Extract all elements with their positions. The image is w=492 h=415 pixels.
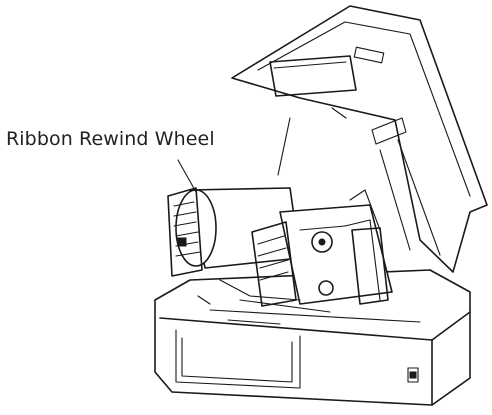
ribbon-rewind-roll — [167, 187, 301, 277]
ribbon-rewind-wheel-label: Ribbon Rewind Wheel — [6, 128, 215, 150]
inner-mechanism — [197, 189, 381, 313]
callout-leader-line — [177, 159, 197, 193]
media-roll — [251, 204, 393, 307]
top-cover — [231, 5, 488, 273]
printer-base — [154, 269, 471, 406]
